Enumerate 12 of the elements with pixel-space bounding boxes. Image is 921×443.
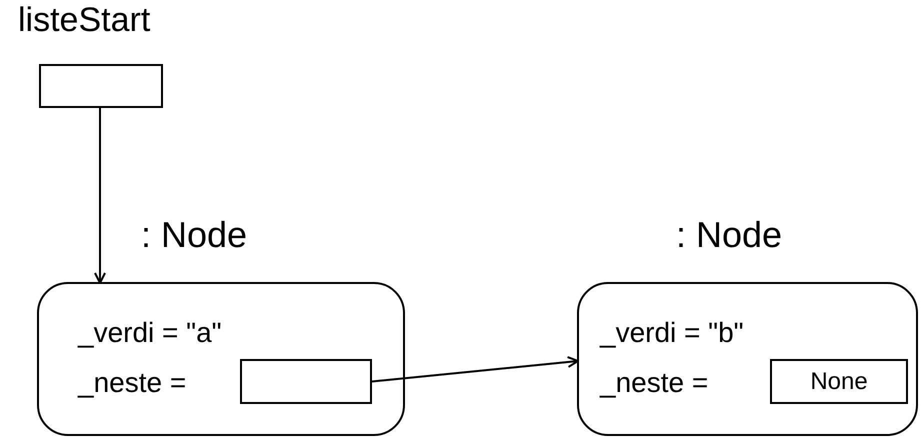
field-text: _neste = (78, 368, 186, 399)
arrow (94, 107, 106, 284)
object-heading: : Node (141, 215, 248, 255)
field-text: _neste = (600, 368, 708, 399)
field-text: _verdi = "b" (600, 318, 744, 349)
value-text: None (810, 369, 868, 396)
field-text: _verdi = "a" (78, 318, 222, 349)
variable-name: listeStart (18, 2, 150, 40)
arrow (372, 356, 579, 382)
pointer-field-box (240, 359, 372, 404)
pointer-field-box (770, 359, 908, 404)
object-heading: : Node (676, 215, 782, 255)
